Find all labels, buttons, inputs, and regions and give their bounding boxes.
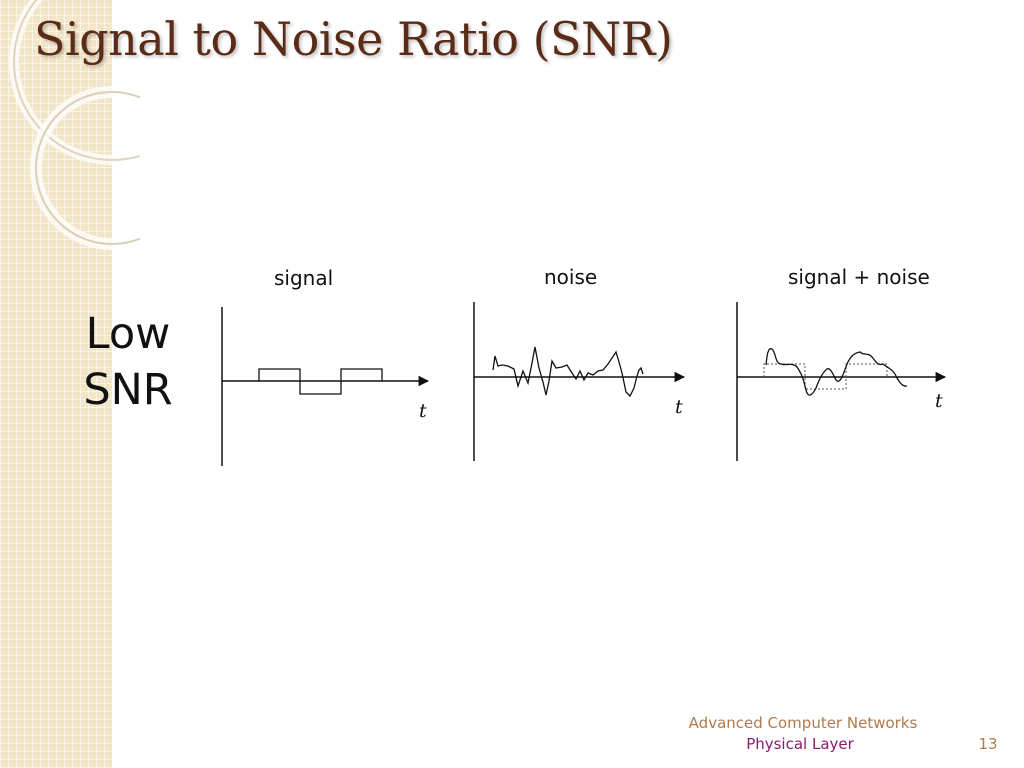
panel-label-noise: noise xyxy=(544,265,598,289)
footer-course-name: Advanced Computer Networks xyxy=(688,714,918,732)
signal-plot xyxy=(221,307,430,466)
noise-waveform xyxy=(492,346,644,398)
signal-waveform xyxy=(258,368,383,395)
decorative-rings xyxy=(9,0,140,250)
combined-axis-label-t: t xyxy=(935,390,943,412)
row-label-line-2: SNR xyxy=(83,365,173,415)
footer-topic: Physical Layer xyxy=(746,735,854,753)
panel-label-signal: signal xyxy=(274,266,334,290)
page-title: Signal to Noise Ratio (SNR) xyxy=(34,12,673,66)
signal-axis-label-t: t xyxy=(419,400,427,422)
combined-waveform xyxy=(765,348,908,396)
noise-plot xyxy=(473,302,686,461)
row-label-line-1: Low xyxy=(85,309,171,359)
panel-label-signal-plus-noise: signal + noise xyxy=(788,265,930,289)
page-number: 13 xyxy=(978,735,998,753)
signal-plus-noise-plot xyxy=(736,302,947,461)
row-label-low-snr: Low SNR xyxy=(72,306,184,418)
noise-axis-label-t: t xyxy=(675,396,683,418)
decorative-side-strip xyxy=(0,0,112,768)
